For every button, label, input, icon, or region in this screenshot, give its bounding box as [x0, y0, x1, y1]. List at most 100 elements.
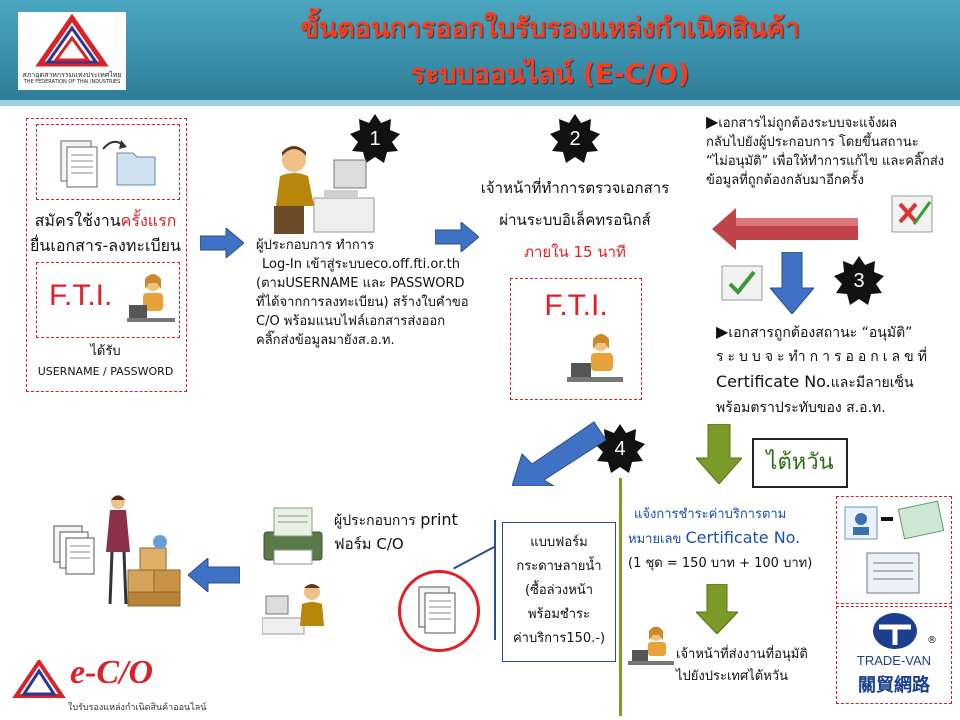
- payment-line1: แจ้งการชำระค่าบริการตาม: [634, 507, 787, 522]
- step1-line4: ที่ได้จากการลงทะเบียน) สร้างใบคำขอ: [256, 295, 469, 310]
- step-badge-3: 3: [834, 256, 884, 306]
- id-card-and-money-icon: [844, 500, 945, 594]
- payment-line3: (1 ชุด = 150 บาท + 100 บาท): [628, 556, 813, 571]
- tradevan-box: ® TRADE-VAN 關貿網路: [836, 606, 952, 704]
- starburst-badge-icon: [550, 114, 600, 163]
- starburst-badge-icon: [595, 424, 645, 473]
- step-badge-2-number: 2: [569, 128, 581, 150]
- arrow-down-left-icon: [512, 421, 607, 486]
- step2-time-limit: ภายใน 15 นาที: [524, 243, 626, 261]
- step1-line2: Log-In เข้าสู่ระบบeco.off.fti.or.th: [262, 257, 460, 272]
- approved-line1: ▶เอกสารถูกต้องสถานะ “อนุมัติ”: [716, 320, 956, 345]
- female-staff-icon: [127, 274, 175, 322]
- payment-line2: หมายเลข Certificate No.: [628, 526, 850, 552]
- printer-icon: [263, 507, 323, 565]
- arrow-left-reject-icon: [712, 208, 858, 250]
- form-bracket-line: [494, 520, 496, 640]
- play-bullet-icon: ▶: [716, 322, 729, 341]
- header-divider: [0, 100, 960, 106]
- staff-send-notice: เจ้าหน้าที่ส่งงานที่อนุมัติ ไปยังประเทศไ…: [676, 644, 836, 688]
- fti-logo-caption-en: THE FEDERATION OF THAI INDUSTRIES: [23, 79, 121, 85]
- payment-number-label: หมายเลข: [628, 532, 682, 547]
- step-badge-4: 4: [595, 424, 645, 474]
- print-line2: ฟอร์ม C/O: [334, 535, 404, 553]
- step-badge-3-number: 3: [853, 270, 865, 292]
- register-line1-prefix: สมัครใช้งาน: [34, 211, 121, 230]
- taiwan-label: ไต้หวัน: [766, 450, 834, 475]
- rejected-line2: กลับไปยังผู้ประกอบการ โดยขึ้นสถานะ: [706, 135, 919, 150]
- rejected-line1: ▶เอกสารไม่ถูกต้องระบบจะแจ้งผล: [706, 112, 956, 133]
- starburst-badge-icon: [350, 114, 400, 163]
- step1-line1: ผู้ประกอบการ ทำการ: [256, 238, 375, 253]
- register-line2: ยื่นเอกสาร-ลงทะเบียน: [30, 236, 181, 255]
- form-box: แบบฟอร์ม กระดาษลายน้ำ (ซื้อล่วงหน้า พร้อ…: [502, 522, 616, 662]
- step1-description: ผู้ประกอบการ ทำการ Log-In เข้าสู่ระบบeco…: [256, 236, 496, 350]
- approved-notice: ▶เอกสารถูกต้องสถานะ “อนุมัติ” ระบบจะทำกา…: [716, 320, 956, 420]
- play-bullet-icon: ▶: [706, 112, 719, 131]
- rejected-line4: ข้อมูลที่ถูกต้องกลับมาอีกครั้ง: [706, 173, 864, 188]
- approved-line2: ระบบจะทำการออกเลขที่: [716, 349, 931, 365]
- eco-logo-caption: ใบรับรองแหล่งกำเนิดสินค้าออนไลน์: [68, 703, 207, 713]
- register-receive: ได้รับ: [90, 344, 121, 359]
- operator-at-computer-icon: [274, 146, 375, 234]
- step2-line1: เจ้าหน้าที่ทำการตรวจเอกสาร: [480, 179, 670, 197]
- fti-triangle-logo-icon: [35, 13, 109, 67]
- taiwan-box: ไต้หวัน: [752, 438, 848, 488]
- form-line1: แบบฟอร์ม: [530, 535, 588, 550]
- print-line1: ผู้ประกอบการ print: [334, 508, 494, 533]
- payment-certificate-no: Certificate No.: [685, 528, 801, 547]
- documents-to-folder-icon: [60, 140, 156, 188]
- form-line4: พร้อมชำระ: [527, 607, 591, 622]
- register-box: [26, 118, 187, 392]
- tradevan-chinese: 關貿網路: [858, 675, 930, 696]
- arrow-right-icon: [435, 222, 479, 252]
- step-badge-1: 1: [350, 114, 400, 164]
- approved-line4: พร้อมตราประทับของ ส.อ.ท.: [716, 400, 886, 416]
- eco-triangle-logo-icon: [12, 660, 66, 698]
- eco-logo-mark: e-C/O: [70, 654, 154, 691]
- payment-notice: แจ้งการชำระค่าบริการตาม หมายเลข Certific…: [628, 504, 850, 576]
- register-fti-box: F.T.I.: [36, 262, 180, 338]
- approved-signature-text: และมีลายเซ็น: [830, 375, 914, 391]
- arrow-right-icon: [200, 228, 244, 258]
- page-title-line1: ขั้นตอนการออกใบรับรองแหล่งกำเนิดสินค้า: [300, 13, 800, 44]
- step1-line3: (ตามUSERNAME และ PASSWORD: [256, 276, 465, 291]
- tradevan-name: TRADE-VAN: [856, 653, 932, 668]
- step1-line5: C/O พร้อมแนบไฟล์เอกสารส่งออก: [256, 314, 446, 329]
- approved-line1-text: เอกสารถูกต้องสถานะ “อนุมัติ”: [728, 325, 913, 341]
- fti-logo-caption-th: สภาอุตสาหกรรมแห่งประเทศไทย: [22, 71, 122, 79]
- form-text: แบบฟอร์ม กระดาษลายน้ำ (ซื้อล่วงหน้า พร้อ…: [503, 523, 615, 651]
- register-credentials: USERNAME / PASSWORD: [37, 365, 174, 378]
- approved-line3: Certificate No.และมีลายเซ็น: [716, 369, 956, 396]
- tradevan-registered: ®: [927, 635, 937, 646]
- form-line2: กระดาษลายน้ำ: [516, 559, 602, 574]
- flow-line-vertical: [619, 478, 622, 716]
- rejected-line1-text: เอกสารไม่ถูกต้องระบบจะแจ้งผล: [718, 116, 898, 131]
- step1-line6: คลิ๊กส่งข้อมูลมายังส.อ.ท.: [256, 333, 395, 348]
- step2-fti-box: F.T.I.: [510, 278, 642, 400]
- female-staff-icon: [628, 626, 674, 665]
- print-word: print: [420, 510, 458, 529]
- fti-logo: สภาอุตสาหกรรมแห่งประเทศไทย THE FEDERATIO…: [18, 12, 126, 90]
- step-badge-2: 2: [550, 114, 600, 164]
- female-staff-icon: [567, 334, 623, 382]
- register-first-time: ครั้งแรก: [120, 211, 177, 230]
- approved-certificate-no: Certificate No.: [716, 372, 831, 391]
- print-operator-label: ผู้ประกอบการ: [334, 513, 416, 529]
- operator-at-computer-icon: [262, 584, 324, 635]
- rejected-line3: “ไม่อนุมัติ” เพื่อให้ทำการแก้ไข และคลิ๊ก…: [706, 154, 945, 169]
- form-line3: (ซื้อล่วงหน้า: [524, 583, 594, 598]
- tradevan-logo-icon: [873, 613, 917, 649]
- arrow-down-green-icon: [696, 424, 742, 484]
- starburst-badge-icon: [834, 256, 884, 305]
- payment-icons-box: [836, 496, 952, 604]
- step-badge-4-number: 4: [614, 438, 626, 460]
- export-documents-boxes-icon: [53, 495, 181, 607]
- staff-send-line1: เจ้าหน้าที่ส่งงานที่อนุมัติ: [676, 647, 808, 662]
- arrow-down-icon: [770, 252, 814, 314]
- approved-document-icon: [721, 265, 763, 301]
- step2-line2: ผ่านระบบอิเล็คทรอนิกส์: [499, 211, 651, 229]
- eco-logo: e-C/O ใบรับรองแหล่งกำเนิดสินค้าออนไลน์: [12, 654, 222, 716]
- register-line1: สมัครใช้งานครั้งแรก: [26, 208, 185, 234]
- step-badge-1-number: 1: [369, 128, 381, 150]
